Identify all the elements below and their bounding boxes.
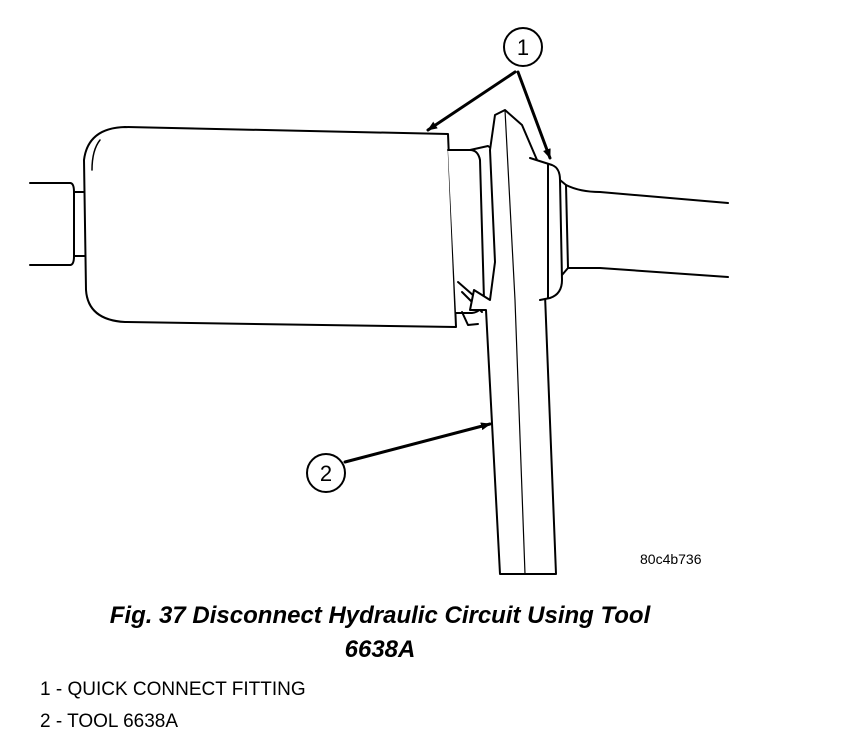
callout-2-arrow [343, 422, 492, 464]
hydraulic-fitting-diagram: 1 2 [29, 27, 729, 575]
callout-1-circle [503, 27, 543, 67]
callout-2-label: 2 [320, 461, 332, 486]
quick-connect-fitting [529, 157, 569, 301]
fitting-body [83, 126, 457, 328]
left-hydraulic-line [29, 182, 87, 266]
callout-1-label: 1 [517, 35, 529, 60]
callout-1-arrow-b [516, 70, 552, 160]
figure-code: 80c4b736 [640, 551, 702, 567]
legend-item-tool: 2 - TOOL 6638A [40, 711, 179, 732]
legend-item-quick-connect: 1 - QUICK CONNECT FITTING [40, 679, 306, 700]
callout-2-circle [306, 453, 346, 493]
callout-1-arrow-a [426, 70, 517, 132]
figure-caption-line1: Fig. 37 Disconnect Hydraulic Circuit Usi… [109, 602, 651, 629]
right-hydraulic-line [565, 184, 729, 278]
figure-caption-line2: 6638A [344, 636, 416, 663]
tool-6638a [469, 109, 557, 575]
